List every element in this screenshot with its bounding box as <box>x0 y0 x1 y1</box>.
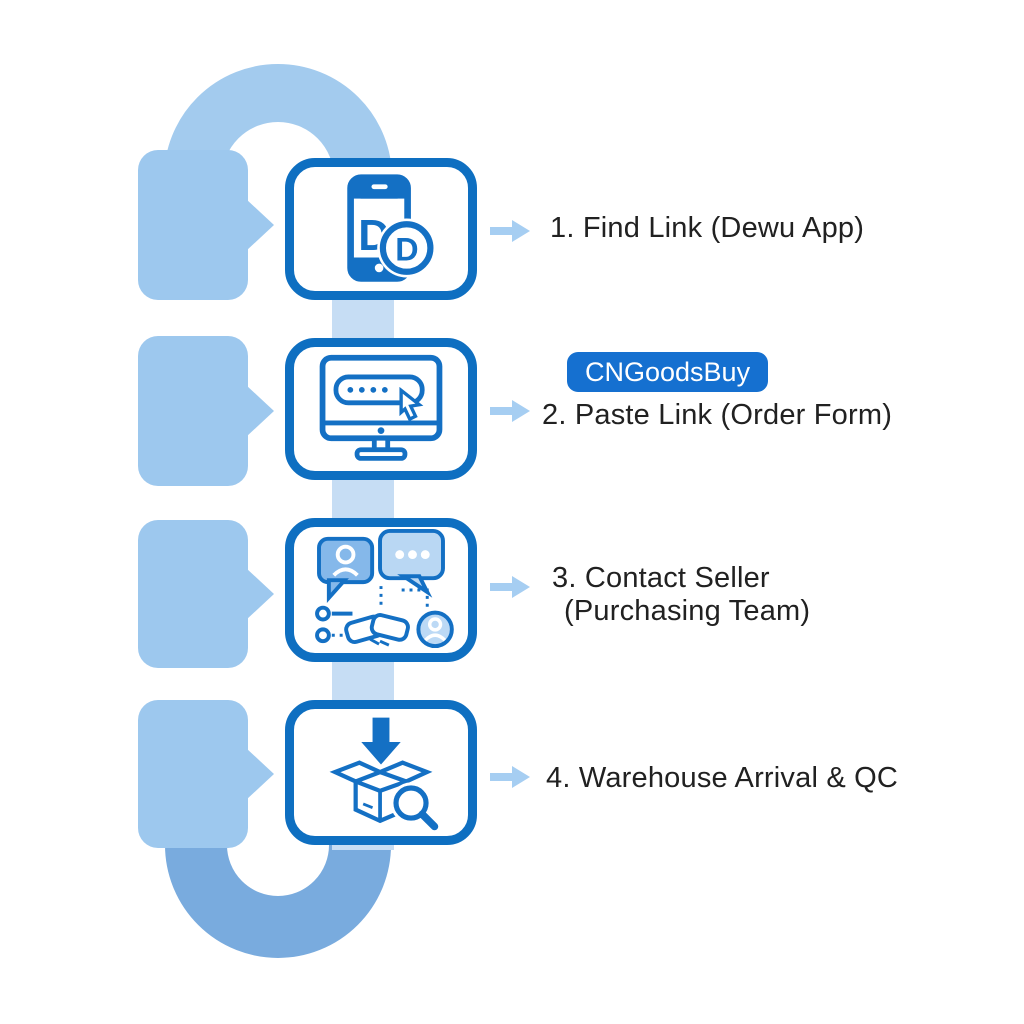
handshake-icon <box>344 613 410 647</box>
chat-handshake-icon <box>315 529 454 649</box>
monitor-paste-link-icon <box>319 354 443 461</box>
step-3-icon-box <box>285 518 477 662</box>
step-1-label: 1. Find Link (Dewu App) <box>550 212 865 244</box>
step-1-icon-box: D D <box>285 158 477 300</box>
step-4-arrow-icon <box>490 766 530 788</box>
cngoodsbuy-badge: CNGoodsBuy <box>567 352 769 392</box>
arrow-down-icon <box>361 717 401 765</box>
step-4-label: 4. Warehouse Arrival & QC <box>546 762 899 794</box>
step-3-label-line2: (Purchasing Team) <box>564 595 811 627</box>
flow-tab-4 <box>138 700 274 848</box>
step-3-label: 3. Contact Seller (Purchasing Team) <box>552 562 810 628</box>
step-2-arrow-icon <box>490 400 530 422</box>
flow-tab-2 <box>138 336 274 486</box>
flow-tab-3 <box>138 520 274 668</box>
cursor-icon <box>399 386 424 421</box>
step-1-arrow-icon <box>490 220 530 242</box>
loop-arc-top-icon <box>164 64 392 330</box>
step-4-icon-box <box>285 700 477 845</box>
step-3-arrow-icon <box>490 576 530 598</box>
loop-arc-bottom-icon <box>165 776 391 958</box>
step-3-label-line1: 3. Contact Seller <box>552 562 770 594</box>
magnifier-icon <box>390 781 439 830</box>
dewu-coin-icon <box>379 221 434 275</box>
dewu-coin-letter: D <box>395 231 418 267</box>
buyer-avatar-icon <box>416 610 454 649</box>
phone-dewu-icon: D D <box>347 174 437 282</box>
step-2-icon-box <box>285 338 477 480</box>
step-2-label: 2. Paste Link (Order Form) <box>542 399 893 431</box>
box-inspection-icon <box>329 717 439 830</box>
flow-tab-1 <box>138 150 274 300</box>
